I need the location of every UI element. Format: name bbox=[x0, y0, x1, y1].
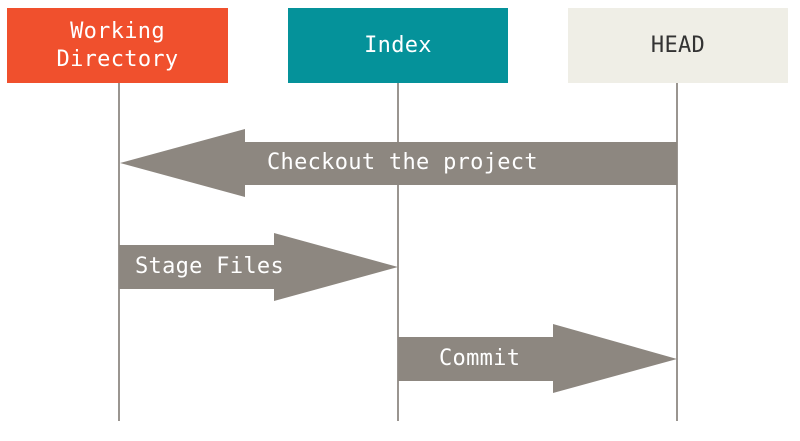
stage-files-arrow bbox=[119, 233, 398, 301]
checkout-arrow bbox=[120, 129, 677, 197]
index-box: Index bbox=[288, 8, 508, 83]
working-directory-box: Working Directory bbox=[7, 8, 228, 83]
index-label: Index bbox=[364, 32, 432, 58]
head-label: HEAD bbox=[650, 32, 706, 58]
commit-arrow-label: Commit bbox=[439, 346, 521, 371]
commit-arrow bbox=[398, 324, 677, 393]
head-box: HEAD bbox=[568, 8, 788, 83]
working-directory-label: Working Directory bbox=[56, 18, 179, 72]
checkout-arrow-label: Checkout the project bbox=[267, 150, 538, 175]
stage-files-arrow-label: Stage Files bbox=[135, 254, 284, 279]
